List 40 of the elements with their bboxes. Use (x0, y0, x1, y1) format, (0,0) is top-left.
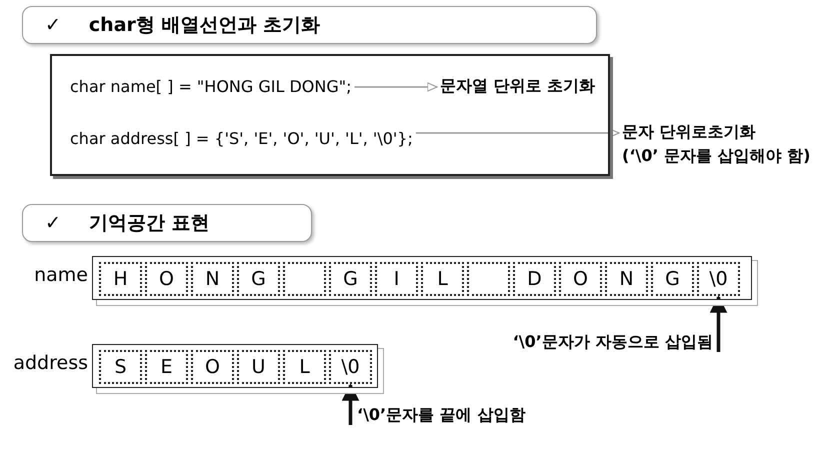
memory-cell: I (375, 262, 418, 296)
memory-cell: G (651, 262, 694, 296)
memory-cell: G (237, 262, 280, 296)
note-subtext: (‘\0’ 문자를 삽입해야 함) (622, 145, 810, 167)
check-mark: ✓ (45, 14, 61, 36)
code-line: char name[ ] = "HONG GIL DONG"; (70, 72, 352, 102)
memory-cell: U (237, 350, 280, 384)
memory-cell: \0 (697, 262, 740, 296)
memory-cell: H (99, 262, 142, 296)
arrow (354, 82, 438, 92)
memory-cell (467, 262, 510, 296)
check-mark: ✓ (45, 212, 61, 234)
arrow (710, 295, 728, 352)
memory-cell: G (329, 262, 372, 296)
section-header (22, 204, 312, 242)
memory-cell: S (99, 350, 142, 384)
memory-cell: N (191, 262, 234, 296)
memory-cell: D (513, 262, 556, 296)
note-text: ‘\0’문자가 자동으로 삽입됨 (512, 330, 727, 354)
memory-cell (283, 262, 326, 296)
memory-cell: L (421, 262, 464, 296)
section-header (22, 6, 597, 44)
note-text: ‘\0’문자를 끝에 삽입함 (343, 403, 526, 427)
memory-cell: N (605, 262, 648, 296)
array-name: name (34, 264, 88, 286)
memory-cell: E (145, 350, 188, 384)
arrow (416, 128, 620, 138)
section-title: 기억공간 표현 (88, 211, 210, 236)
memory-cell: O (559, 262, 602, 296)
array-name: address (13, 352, 88, 374)
note-text: 문자 단위로초기화 (622, 121, 757, 143)
memory-cell: \0 (329, 350, 372, 384)
code-box (50, 54, 610, 176)
memory-cell: O (191, 350, 234, 384)
note-text: 문자열 단위로 초기화 (440, 74, 596, 98)
memory-cell: O (145, 262, 188, 296)
code-line: char address[ ] = {'S', 'E', 'O', 'U', 'L', '\0'}; (70, 124, 413, 154)
memory-cell: L (283, 350, 326, 384)
arrow (342, 383, 360, 425)
section-title: char형 배열선언과 초기화 (88, 13, 320, 38)
